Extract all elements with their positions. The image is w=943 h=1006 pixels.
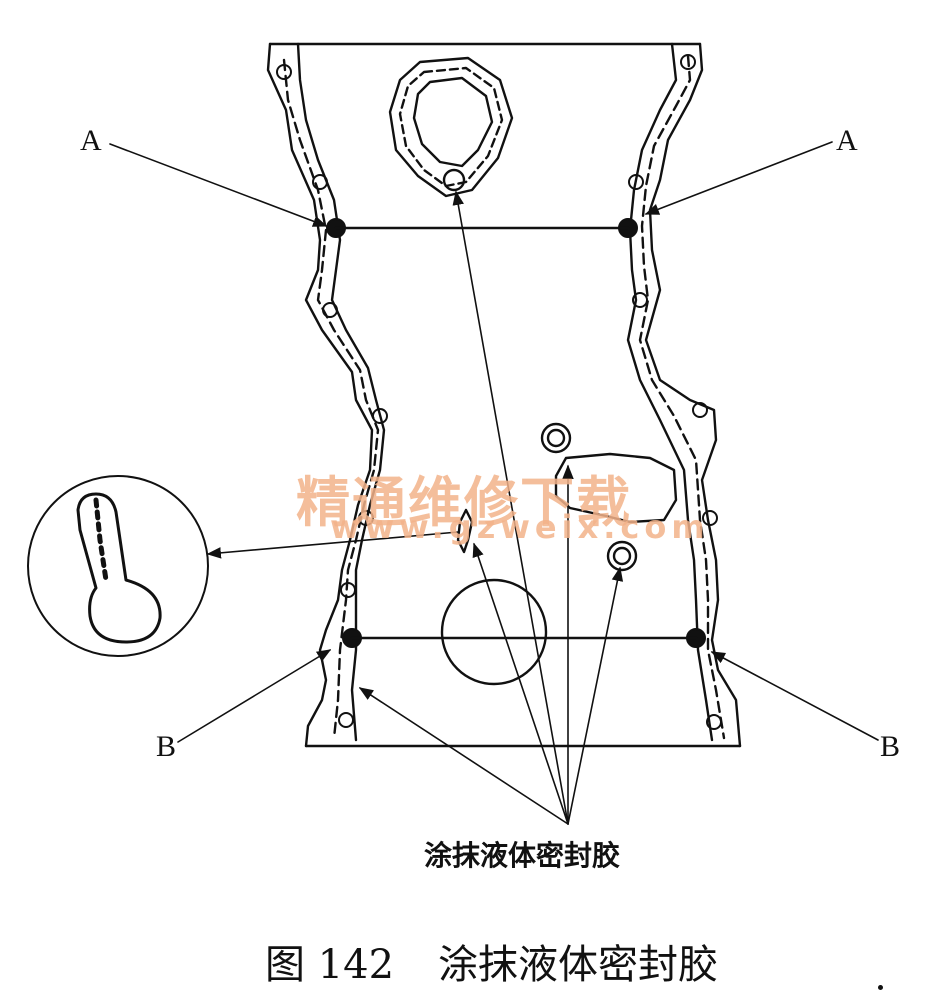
- label-b-left: B: [156, 730, 177, 763]
- bolt-hole: [692, 402, 708, 418]
- bolt-hole: [706, 714, 722, 730]
- bolt-hole: [312, 174, 328, 190]
- label-a-left: A: [80, 124, 102, 157]
- oil-bosses: [456, 422, 678, 572]
- bolt-hole: [372, 408, 388, 424]
- leader-sealant-boss: [567, 566, 624, 825]
- stray-dot: [878, 985, 883, 990]
- label-b-right: B: [880, 730, 901, 763]
- leader-detail: [206, 531, 459, 559]
- leader-lines: [109, 141, 879, 825]
- bolt-hole: [628, 174, 644, 190]
- lower-boss: [606, 540, 638, 572]
- cover-right-flange-inner: [626, 42, 714, 742]
- top-opening-bolt: [442, 168, 466, 192]
- cover-outline: [266, 42, 742, 748]
- bolt-hole: [338, 712, 354, 728]
- top-opening: [388, 56, 514, 198]
- detail-keyhole: [76, 492, 162, 644]
- bolt-hole: [702, 510, 718, 526]
- bolt-hole: [340, 582, 356, 598]
- leader-a-right: [644, 141, 833, 215]
- cover-left-gasket-bead: [282, 58, 380, 740]
- detail-circle: [27, 475, 209, 657]
- top-opening-middle: [398, 66, 504, 188]
- upper-boss-inner: [546, 428, 566, 448]
- figure-caption: 图 142 涂抹液体密封胶: [265, 932, 718, 990]
- figure-number: 图 142: [265, 942, 395, 988]
- leader-sealant-top: [452, 190, 569, 825]
- cover-left-flange-inner: [296, 42, 386, 742]
- oil-pump-boss: [554, 452, 678, 524]
- bolt-hole: [322, 302, 338, 318]
- leader-b-right: [710, 651, 879, 741]
- leader-b-left: [177, 649, 332, 743]
- detail-magnifier: [27, 475, 209, 657]
- bolt-hole: [680, 54, 696, 70]
- lower-boss-inner: [612, 546, 632, 566]
- leader-a-left: [109, 143, 328, 227]
- cover-right-gasket-bead: [638, 54, 726, 740]
- bolt-holes: [276, 54, 722, 730]
- cover-right-flange-outer: [644, 42, 742, 748]
- figure-title: 涂抹液体密封胶: [438, 942, 719, 988]
- bolt-hole: [632, 292, 648, 308]
- sealant-callout-label: 涂抹液体密封胶: [424, 839, 621, 872]
- bolt-hole: [358, 510, 374, 526]
- label-a-right: A: [836, 124, 858, 157]
- bolt-hole: [276, 64, 292, 80]
- leader-sealant-slot: [472, 542, 569, 825]
- detail-sealant-bead: [93, 497, 109, 583]
- crankshaft-opening: [440, 578, 548, 686]
- leader-sealant-flange: [358, 687, 569, 825]
- upper-boss: [540, 422, 572, 454]
- small-slot: [456, 508, 474, 554]
- top-opening-inner: [412, 76, 494, 168]
